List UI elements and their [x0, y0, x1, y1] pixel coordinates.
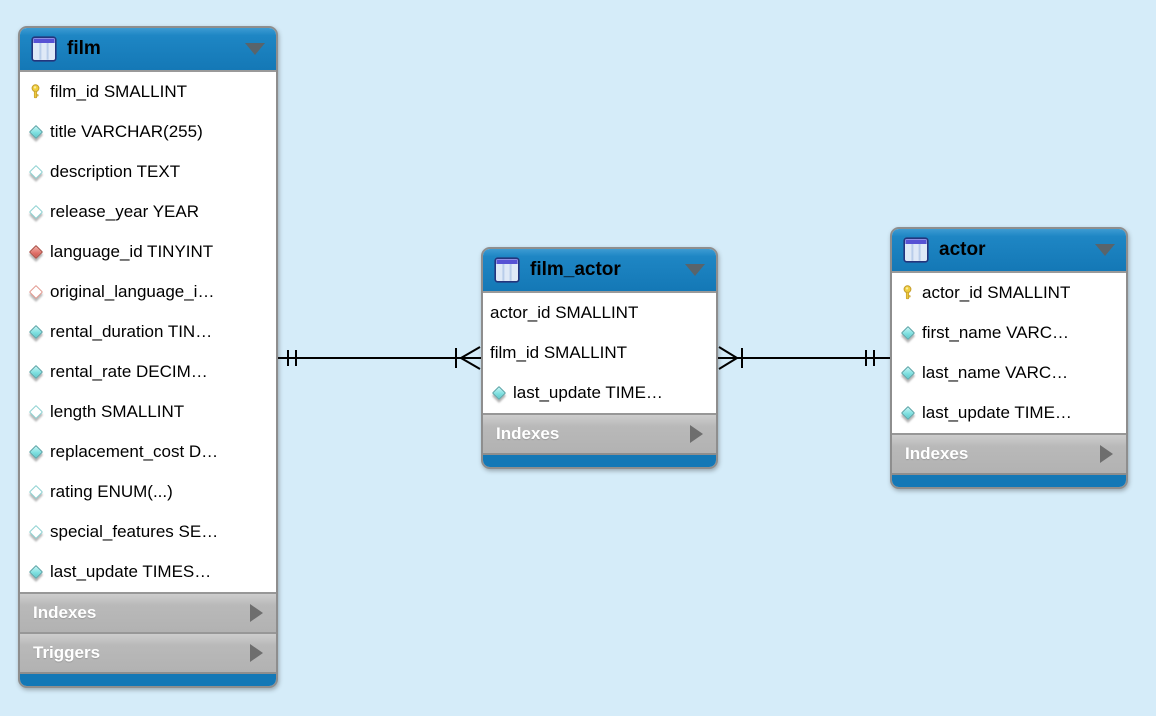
diamond-red-filled-icon — [27, 244, 44, 261]
column-label: actor_id SMALLINT — [490, 303, 639, 322]
column-label: language_id TINYINT — [50, 242, 214, 261]
table-film-header[interactable]: film — [20, 28, 276, 72]
expand-arrow-icon[interactable] — [1100, 445, 1113, 463]
table-actor-columns: actor_id SMALLINT first_name VARC… last_… — [892, 273, 1126, 433]
column-label: rental_duration TIN… — [50, 322, 213, 341]
diamond-teal-hollow-icon — [27, 204, 44, 221]
key-icon — [27, 84, 44, 101]
column-row[interactable]: description TEXT — [20, 152, 276, 192]
diamond-teal-filled-icon — [27, 364, 44, 381]
table-bottom-bar — [892, 473, 1126, 487]
column-row[interactable]: replacement_cost D… — [20, 432, 276, 472]
column-row[interactable]: special_features SE… — [20, 512, 276, 552]
column-label: film_id SMALLINT — [490, 343, 627, 362]
relationship-connector-film-film_actor[interactable] — [278, 346, 481, 370]
key-icon — [899, 285, 916, 302]
diamond-teal-hollow-icon — [27, 404, 44, 421]
table-film_actor-columns: actor_id SMALLINT film_id SMALLINT last_… — [483, 293, 716, 413]
column-label: last_update TIMES… — [50, 562, 212, 581]
table-actor-header[interactable]: actor — [892, 229, 1126, 273]
diamond-teal-filled-icon — [490, 385, 507, 402]
column-label: first_name VARC… — [922, 323, 1070, 342]
column-label: last_update TIME… — [922, 403, 1072, 422]
column-label: rental_rate DECIM… — [50, 362, 208, 381]
column-label: replacement_cost D… — [50, 442, 219, 461]
column-row[interactable]: rental_rate DECIM… — [20, 352, 276, 392]
column-label: rating ENUM(...) — [50, 482, 173, 501]
expand-arrow-icon[interactable] — [250, 604, 263, 622]
section-indexes[interactable]: Indexes — [892, 433, 1126, 473]
column-label: original_language_i… — [50, 282, 215, 301]
diamond-teal-filled-icon — [27, 564, 44, 581]
column-row[interactable]: last_update TIMES… — [20, 552, 276, 592]
table-title: film — [67, 38, 101, 59]
section-label: Indexes — [33, 603, 97, 622]
column-label: description TEXT — [50, 162, 181, 181]
column-label: release_year YEAR — [50, 202, 199, 221]
table-film-columns: film_id SMALLINT title VARCHAR(255) desc… — [20, 72, 276, 592]
diamond-teal-filled-icon — [899, 365, 916, 382]
column-row[interactable]: actor_id SMALLINT — [483, 293, 716, 333]
diamond-teal-hollow-icon — [27, 524, 44, 541]
column-row[interactable]: title VARCHAR(255) — [20, 112, 276, 152]
collapse-triangle-icon[interactable] — [685, 264, 705, 276]
column-row[interactable]: original_language_i… — [20, 272, 276, 312]
section-indexes[interactable]: Indexes — [483, 413, 716, 453]
diamond-red-hollow-icon — [27, 284, 44, 301]
column-row[interactable]: length SMALLINT — [20, 392, 276, 432]
column-row[interactable]: rental_duration TIN… — [20, 312, 276, 352]
column-row[interactable]: release_year YEAR — [20, 192, 276, 232]
table-title: film_actor — [530, 259, 621, 280]
section-label: Indexes — [905, 444, 969, 463]
collapse-triangle-icon[interactable] — [1095, 244, 1115, 256]
section-indexes[interactable]: Indexes — [20, 592, 276, 632]
column-label: length SMALLINT — [50, 402, 185, 421]
diamond-teal-filled-icon — [27, 124, 44, 141]
table-icon — [903, 237, 929, 263]
table-icon — [31, 36, 57, 62]
column-row[interactable]: last_name VARC… — [892, 353, 1126, 393]
column-row[interactable]: last_update TIME… — [892, 393, 1126, 433]
diamond-teal-hollow-icon — [27, 164, 44, 181]
diamond-teal-filled-icon — [899, 405, 916, 422]
table-film_actor[interactable]: film_actor actor_id SMALLINT film_id SMA… — [481, 247, 718, 469]
table-icon — [494, 257, 520, 283]
column-row[interactable]: last_update TIME… — [483, 373, 716, 413]
column-label: film_id SMALLINT — [50, 82, 187, 101]
column-row[interactable]: film_id SMALLINT — [483, 333, 716, 373]
table-bottom-bar — [20, 672, 276, 686]
collapse-triangle-icon[interactable] — [245, 43, 265, 55]
column-label: last_update TIME… — [513, 383, 663, 402]
column-row[interactable]: actor_id SMALLINT — [892, 273, 1126, 313]
diamond-teal-hollow-icon — [27, 484, 44, 501]
diamond-teal-filled-icon — [899, 325, 916, 342]
column-label: special_features SE… — [50, 522, 219, 541]
table-film_actor-header[interactable]: film_actor — [483, 249, 716, 293]
section-label: Indexes — [496, 424, 560, 443]
column-row[interactable]: language_id TINYINT — [20, 232, 276, 272]
table-bottom-bar — [483, 453, 716, 467]
table-film[interactable]: film film_id SMALLINT title VARCHAR(255) — [18, 26, 278, 688]
column-row[interactable]: rating ENUM(...) — [20, 472, 276, 512]
column-label: last_name VARC… — [922, 363, 1069, 382]
column-row[interactable]: first_name VARC… — [892, 313, 1126, 353]
column-label: actor_id SMALLINT — [922, 283, 1071, 302]
column-label: title VARCHAR(255) — [50, 122, 203, 141]
table-actor[interactable]: actor actor_id SMALLINT first_name VARC… — [890, 227, 1128, 489]
expand-arrow-icon[interactable] — [690, 425, 703, 443]
column-row[interactable]: film_id SMALLINT — [20, 72, 276, 112]
section-label: Triggers — [33, 643, 101, 662]
section-triggers[interactable]: Triggers — [20, 632, 276, 672]
diamond-teal-filled-icon — [27, 324, 44, 341]
expand-arrow-icon[interactable] — [250, 644, 263, 662]
table-title: actor — [939, 239, 986, 260]
diamond-teal-filled-icon — [27, 444, 44, 461]
relationship-connector-film_actor-actor[interactable] — [718, 346, 890, 370]
